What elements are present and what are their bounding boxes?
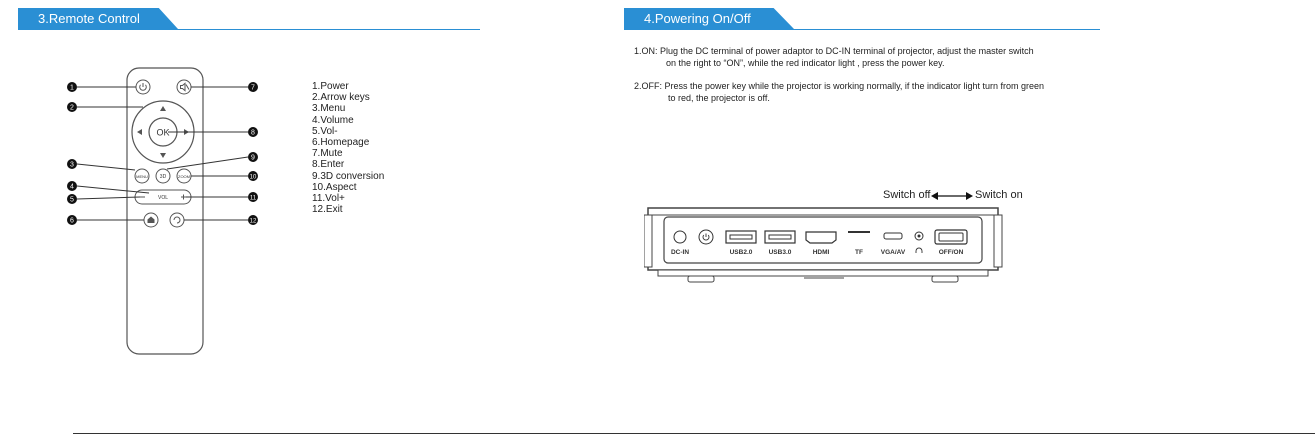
callout-1: 1 — [67, 82, 77, 92]
vga-av-port — [883, 232, 903, 240]
vga-av-label: VGA/AV — [881, 249, 906, 256]
exit-icon — [173, 216, 181, 224]
power-off-line-2: to red, the projector is off. — [668, 93, 770, 103]
legend-item-aspect: 10.Aspect — [312, 181, 357, 193]
power-on-line-2: on the right to “ON”, while the red indi… — [666, 58, 945, 68]
arrow-left-icon — [137, 129, 142, 135]
power-off-line-1: 2.OFF: Press the power key while the pro… — [634, 81, 1045, 91]
exit-button — [169, 212, 185, 228]
menu-label: MENU — [136, 174, 148, 179]
hdmi-label: HDMI — [813, 249, 830, 256]
legend-item-vol-minus: 5.Vol- — [312, 125, 338, 137]
tf-label: TF — [855, 249, 863, 256]
projector-diagram: DC-IN USB2.0 USB3.0 HDMI TF VGA/AV OFF/O… — [644, 207, 1003, 283]
vol-plus-icon — [181, 194, 186, 200]
switch-direction-arrow-icon — [931, 192, 973, 200]
callout-3: 3 — [67, 159, 77, 169]
legend-item-3d-conversion: 9.3D conversion — [312, 170, 385, 182]
hdmi-port — [805, 231, 837, 244]
svg-text:1: 1 — [70, 85, 74, 92]
legend-item-arrow-keys: 2.Arrow keys — [312, 92, 370, 104]
foot-right — [931, 275, 959, 283]
zoom-label: ZOOM — [178, 174, 190, 179]
dc-in-port — [673, 230, 687, 244]
legend-item-homepage: 6.Homepage — [312, 137, 370, 149]
usb3-port — [764, 230, 796, 244]
svg-text:7: 7 — [251, 85, 255, 92]
svg-text:6: 6 — [70, 218, 74, 225]
vol-label: VOL — [158, 195, 168, 201]
headphone-icon — [915, 247, 923, 253]
switch-on-label: Switch on — [975, 189, 1023, 201]
power-section-rule — [624, 29, 1100, 30]
switch-off-label: Switch off — [883, 189, 931, 201]
remote-section-title: 3.Remote Control — [38, 11, 140, 26]
svg-text:12: 12 — [250, 219, 257, 225]
legend-item-vol-plus: 11.Vol+ — [312, 193, 345, 205]
menu-button — [134, 168, 150, 184]
callout-lines — [76, 86, 249, 221]
remote-legend: 1.Power 2.Arrow keys 3.Menu 4.Volume 5.V… — [312, 81, 384, 215]
callout-5: 5 — [67, 194, 77, 204]
callout-10: 10 — [248, 171, 258, 181]
legend-item-exit: 12.Exit — [312, 204, 343, 216]
power-section-tab: 4.Powering On/Off — [624, 8, 794, 29]
threed-label: 3D — [160, 174, 167, 180]
usb2-label: USB2.0 — [730, 249, 753, 256]
callout-4: 4 — [67, 181, 77, 191]
svg-text:4: 4 — [70, 184, 74, 191]
callout-2: 2 — [67, 102, 77, 112]
legend-item-enter: 8.Enter — [312, 159, 345, 171]
power-on-instructions: 1.ON: Plug the DC terminal of power adap… — [634, 45, 1034, 69]
ok-label: OK — [156, 128, 169, 138]
arrow-up-icon — [160, 106, 166, 111]
legend-item-mute: 7.Mute — [312, 148, 343, 160]
svg-text:11: 11 — [250, 196, 257, 202]
power-icon — [139, 83, 147, 91]
tf-slot — [848, 231, 870, 233]
off-on-label: OFF/ON — [939, 249, 964, 256]
mute-button — [176, 79, 192, 95]
master-switch — [934, 229, 968, 245]
usb3-label: USB3.0 — [769, 249, 792, 256]
callout-12: 12 — [248, 215, 258, 225]
home-icon — [147, 216, 155, 223]
callout-6: 6 — [67, 215, 77, 225]
usb2-port — [725, 230, 757, 244]
svg-text:3: 3 — [70, 162, 74, 169]
legend-item-menu: 3.Menu — [312, 103, 346, 115]
svg-text:2: 2 — [70, 105, 74, 112]
callout-11: 11 — [248, 192, 258, 202]
power-off-instructions: 2.OFF: Press the power key while the pro… — [634, 80, 1044, 104]
foot-left — [687, 275, 715, 283]
remote-control-diagram: OK MENU 3D ZOOM VOL 1 2 3 4 5 6 7 8 9 1 — [67, 67, 258, 355]
svg-text:5: 5 — [70, 197, 74, 204]
power-on-line-1: 1.ON: Plug the DC terminal of power adap… — [634, 46, 1034, 56]
remote-section-tab: 3.Remote Control — [18, 8, 178, 29]
power-section-title: 4.Powering On/Off — [644, 11, 751, 26]
legend-item-power: 1.Power — [312, 81, 349, 92]
remote-section-rule — [18, 29, 480, 30]
page-bottom-rule — [73, 433, 1315, 434]
callout-9: 9 — [248, 152, 258, 162]
callout-8: 8 — [248, 127, 258, 137]
legend-item-volume: 4.Volume — [312, 114, 354, 126]
callout-7: 7 — [248, 82, 258, 92]
threed-button — [155, 168, 171, 184]
svg-text:8: 8 — [251, 130, 255, 137]
svg-text:10: 10 — [250, 175, 257, 181]
arrow-down-icon — [160, 153, 166, 158]
power-icon — [702, 233, 710, 241]
dc-in-label: DC-IN — [671, 249, 689, 256]
svg-text:9: 9 — [251, 155, 255, 162]
mute-icon — [180, 82, 190, 92]
